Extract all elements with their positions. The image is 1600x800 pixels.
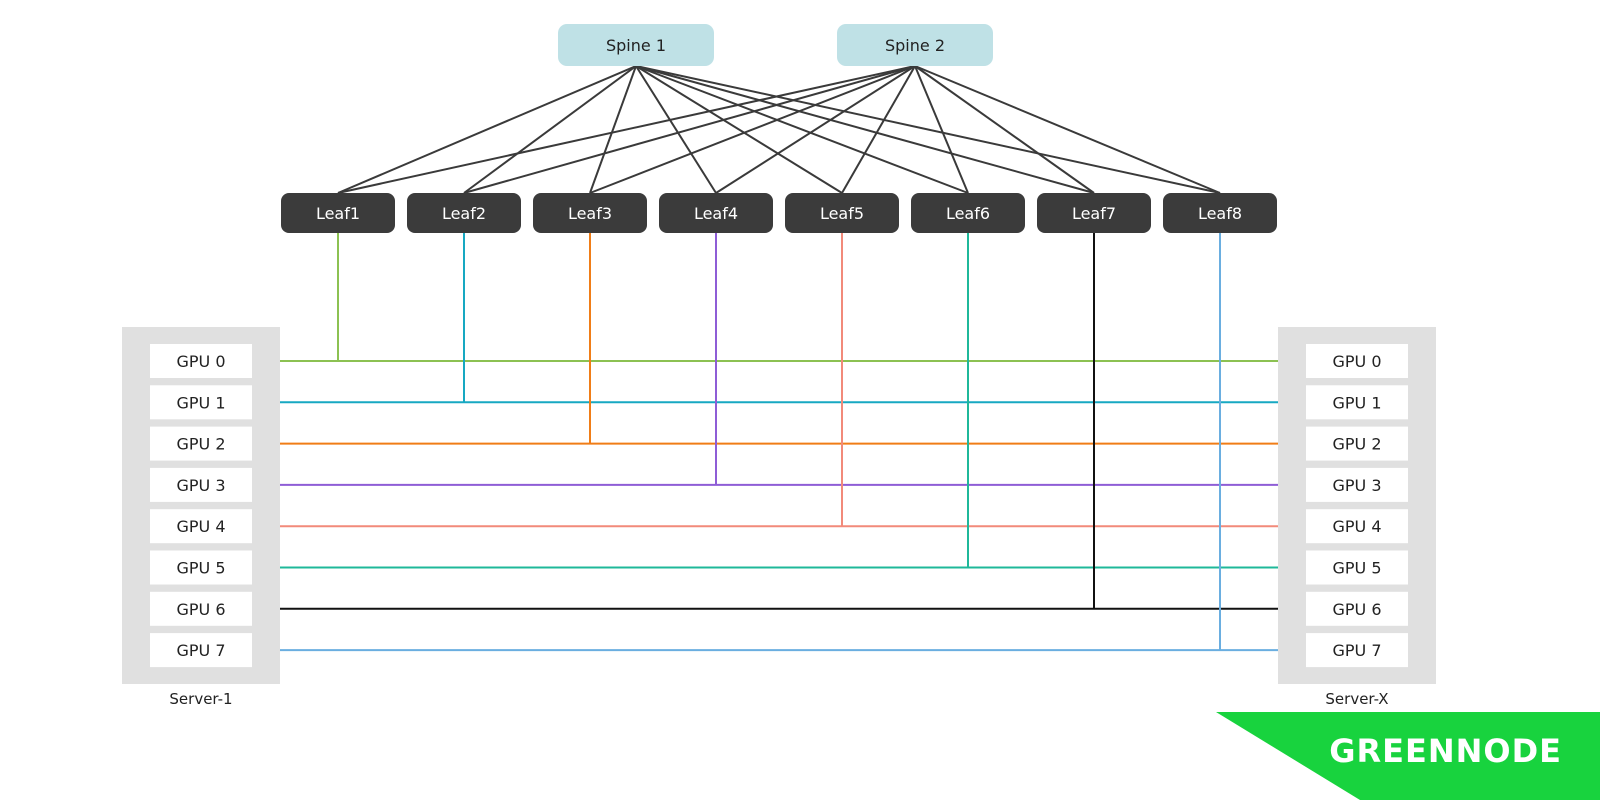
- server-1-gpu1-box: [150, 385, 252, 420]
- greennode-logo: GREENNODE: [1329, 732, 1562, 770]
- server-1-gpu6-label: GPU 6: [176, 600, 225, 619]
- spine2-leaf2-link: [463, 65, 916, 194]
- leaf-6-node: [911, 193, 1025, 233]
- server-1-gpu7-label: GPU 7: [176, 641, 225, 660]
- spine1-leaf6-link: [635, 65, 969, 194]
- server-x-gpu5-box: [1306, 550, 1408, 585]
- server-1-gpu1-label: GPU 1: [176, 393, 225, 412]
- spine-2-node: [837, 24, 993, 66]
- spine2-leaf4-link: [715, 65, 916, 194]
- leaf-8-label: Leaf8: [1198, 204, 1242, 223]
- gpu-boxes: GPU 0 GPU 1 GPU 2 GPU 3 GPU 4 GPU 5 GPU 6 GPU 7…: [150, 344, 1408, 668]
- server-1-gpu3-label: GPU 3: [176, 476, 225, 495]
- spine-switches: Spine 1 Spine 2: [558, 24, 993, 66]
- spine2-leaf6-link: [914, 65, 969, 194]
- server-1-gpu0-label: GPU 0: [176, 352, 225, 371]
- spine2-leaf1-link: [337, 65, 916, 194]
- server-x-gpu0-label: GPU 0: [1332, 352, 1381, 371]
- leaf-7-node: [1037, 193, 1151, 233]
- server-1-gpu5-box: [150, 550, 252, 585]
- leaf-8-node: [1163, 193, 1277, 233]
- server-1-gpu6-box: [150, 591, 252, 626]
- spine2-leaf3-link: [589, 65, 916, 194]
- server-x-gpu3-box: [1306, 467, 1408, 502]
- server-1-gpu7-box: [150, 633, 252, 668]
- spine1-leaf5-link: [635, 65, 843, 194]
- spine-2-label: Spine 2: [885, 36, 945, 55]
- server-1-gpu2-box: [150, 426, 252, 461]
- leaf-1-label: Leaf1: [316, 204, 360, 223]
- leaf-5-label: Leaf5: [820, 204, 864, 223]
- leaf-4-node: [659, 193, 773, 233]
- leaf-5-node: [785, 193, 899, 233]
- spine1-leaf1-link: [337, 65, 637, 194]
- server-1-gpu5-label: GPU 5: [176, 559, 225, 578]
- spine1-leaf7-link: [635, 65, 1095, 194]
- leaf-4-label: Leaf4: [694, 204, 738, 223]
- spine2-leaf7-link: [914, 65, 1095, 194]
- server-x-gpu7-label: GPU 7: [1332, 641, 1381, 660]
- leaf-1-node: [281, 193, 395, 233]
- spine1-leaf3-link: [589, 65, 637, 194]
- server-x-gpu3-label: GPU 3: [1332, 476, 1381, 495]
- leaf-3-node: [533, 193, 647, 233]
- server-1-gpu3-box: [150, 467, 252, 502]
- leaf-7-label: Leaf7: [1072, 204, 1116, 223]
- server-x-gpu6-label: GPU 6: [1332, 600, 1381, 619]
- spine2-leaf5-link: [841, 65, 916, 194]
- server-x-gpu1-box: [1306, 385, 1408, 420]
- spine2-leaf8-link: [914, 65, 1221, 194]
- server-x-gpu7-box: [1306, 633, 1408, 668]
- spine1-leaf2-link: [463, 65, 637, 194]
- server-1-chassis: [122, 327, 280, 684]
- server-x-gpu4-label: GPU 4: [1332, 517, 1381, 536]
- leaf-6-label: Leaf6: [946, 204, 990, 223]
- leaf-3-label: Leaf3: [568, 204, 612, 223]
- server-x-gpu1-label: GPU 1: [1332, 393, 1381, 412]
- spine1-leaf4-link: [635, 65, 717, 194]
- server-x-gpu4-box: [1306, 509, 1408, 544]
- server-1-gpu0-box: [150, 344, 252, 378]
- server-x-gpu2-label: GPU 2: [1332, 435, 1381, 454]
- server-x-chassis: [1278, 327, 1436, 684]
- logo-banner: [1216, 712, 1600, 800]
- server-x-gpu5-label: GPU 5: [1332, 559, 1381, 578]
- server-1-gpu4-box: [150, 509, 252, 544]
- spine-1-label: Spine 1: [606, 36, 666, 55]
- leaf-switches: Leaf1 Leaf2 Leaf3 Leaf4 Leaf5 Leaf6 Leaf7 Leaf8: [281, 193, 1277, 233]
- spine-leaf-links: [337, 65, 1221, 194]
- server-x-gpu2-box: [1306, 426, 1408, 461]
- leaf-2-node: [407, 193, 521, 233]
- spine1-leaf8-link: [635, 65, 1221, 194]
- server-x-label: Server-X: [1325, 690, 1388, 708]
- server-1-gpu4-label: GPU 4: [176, 517, 225, 536]
- gpu-leaf-links: [254, 233, 1304, 652]
- leaf-2-label: Leaf2: [442, 204, 486, 223]
- server-1-gpu2-label: GPU 2: [176, 435, 225, 454]
- spine-1-node: [558, 24, 714, 66]
- server-x-gpu6-box: [1306, 591, 1408, 626]
- server-x-gpu0-box: [1306, 344, 1408, 378]
- server-1-label: Server-1: [169, 690, 232, 708]
